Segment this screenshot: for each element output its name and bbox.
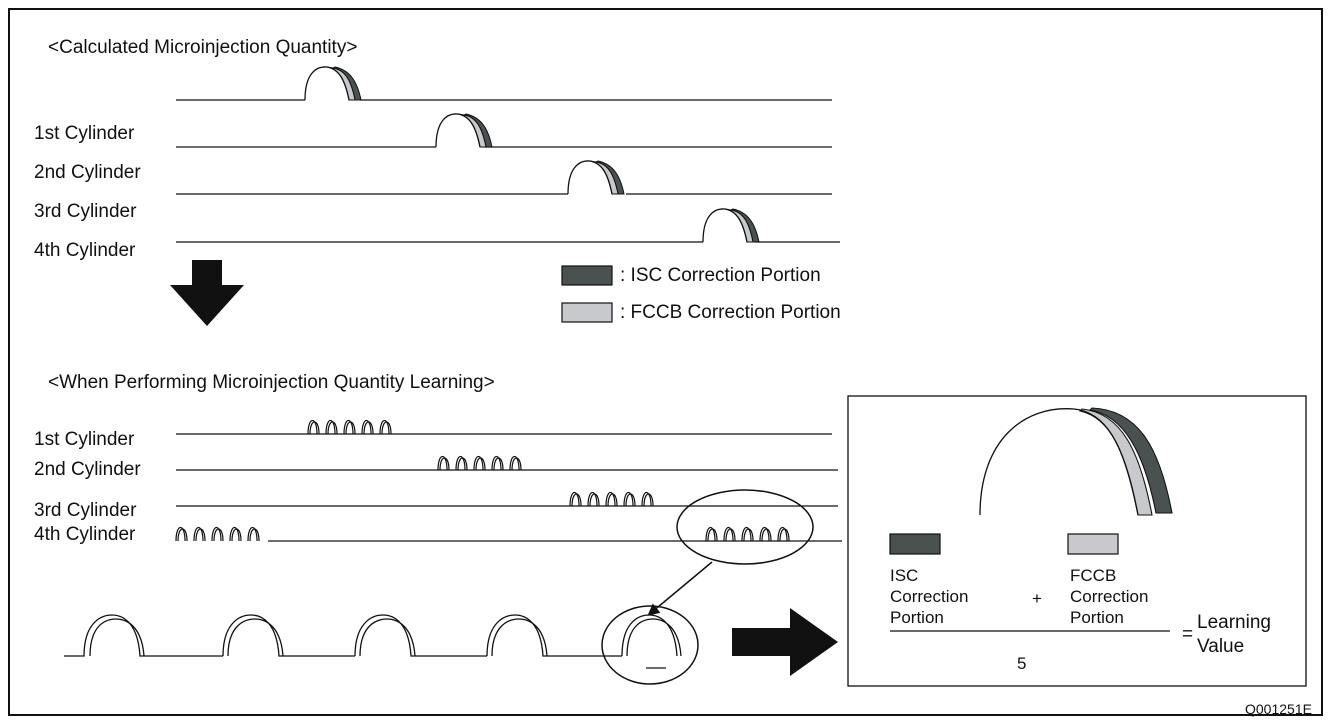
formula-equals: = [1182, 624, 1194, 645]
section-title-learning: <When Performing Microinjection Quantity… [48, 372, 495, 393]
top-cylinder-lines [176, 99, 840, 243]
formula-isc-line-1: ISC [890, 566, 919, 585]
right-arrow-icon [732, 608, 838, 676]
section-title-calculated: <Calculated Microinjection Quantity> [48, 37, 358, 58]
highlight-ellipse-lower [601, 605, 699, 685]
formula-denominator: 5 [1017, 654, 1027, 673]
legend-fccb-swatch [561, 302, 613, 323]
down-arrow-icon [170, 260, 244, 326]
bottom-cylinder-4-label: 4th Cylinder [34, 524, 136, 545]
bottom-cylinder-2-label: 2nd Cylinder [34, 459, 141, 480]
top-cylinder-4-label: 4th Cylinder [34, 240, 136, 261]
formula-isc-line-2: Correction [890, 587, 969, 606]
formula-isc-line-3: Portion [890, 608, 944, 627]
formula-plus: + [1032, 589, 1042, 608]
legend-isc-swatch [561, 265, 613, 286]
top-pulse-4 [702, 208, 760, 243]
top-cylinder-2-label: 2nd Cylinder [34, 162, 141, 183]
top-pulse-1 [304, 66, 362, 101]
bottom-cylinder-lines [176, 433, 842, 542]
formula-fccb-line-2: Correction [1070, 587, 1149, 606]
pulse-train-cyl-3 [569, 491, 654, 507]
pulse-train-cyl-4-right [705, 526, 790, 542]
pointer-arrow [647, 561, 713, 616]
expanded-pulses [64, 614, 682, 669]
pulse-train-cyl-1 [307, 419, 392, 435]
highlight-ellipse-upper [676, 489, 814, 565]
bottom-cylinder-3-label: 3rd Cylinder [34, 500, 137, 521]
top-cylinder-3-label: 3rd Cylinder [34, 201, 137, 222]
formula-fccb-line-1: FCCB [1070, 566, 1117, 585]
top-cylinder-1-label: 1st Cylinder [34, 123, 135, 144]
top-pulses [304, 66, 760, 243]
formula-result-line-1: Learning [1197, 612, 1271, 633]
formula-fccb-swatch [1067, 533, 1119, 555]
formula-fccb-line-3: Portion [1070, 608, 1124, 627]
figure-code: Q001251E [1245, 701, 1312, 717]
pulse-train-cyl-4-left [175, 526, 260, 542]
top-pulse-3 [567, 160, 625, 195]
pulse-train-cyl-2 [437, 455, 522, 471]
formula-pulse [979, 407, 1173, 516]
top-pulse-2 [435, 113, 493, 148]
bottom-cylinder-1-label: 1st Cylinder [34, 429, 135, 450]
diagram-frame [8, 8, 1323, 716]
formula-result-line-2: Value [1197, 636, 1245, 657]
pulse-trains [175, 419, 790, 542]
legend-isc-label: : ISC Correction Portion [620, 265, 821, 286]
formula-box [847, 395, 1307, 687]
legend-fccb-label: : FCCB Correction Portion [620, 302, 841, 323]
formula-isc-swatch [889, 533, 941, 555]
